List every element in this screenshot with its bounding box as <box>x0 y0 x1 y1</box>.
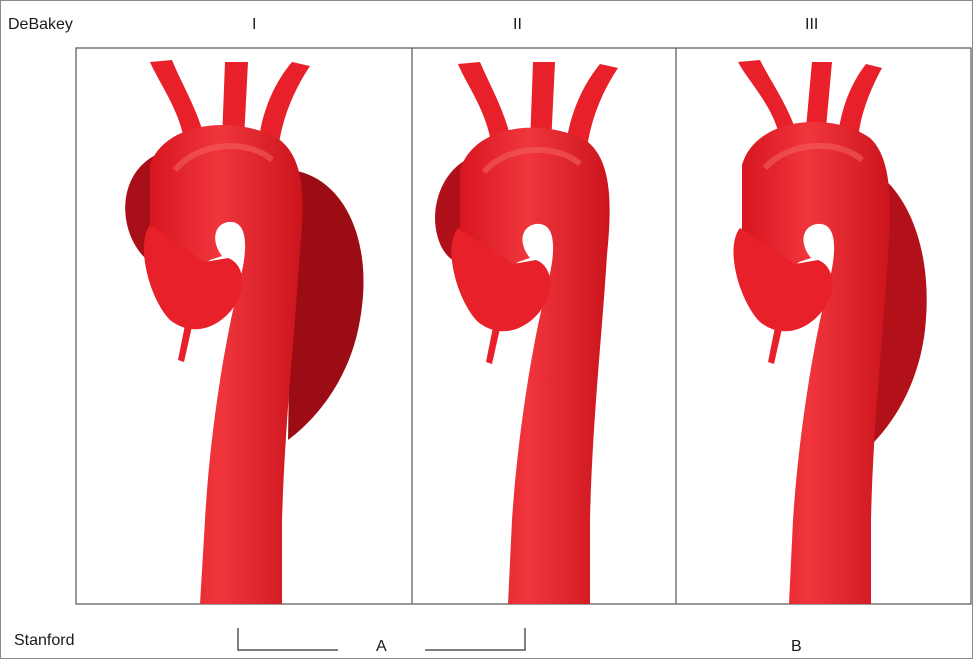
panel-type-i <box>125 60 363 604</box>
branch-vessel-2 <box>806 62 832 128</box>
aorta-true-lumen <box>150 125 303 604</box>
panel-type-ii <box>435 62 618 604</box>
coronary-artery <box>178 320 193 362</box>
stanford-label: Stanford <box>14 632 74 650</box>
coronary-artery <box>768 322 783 364</box>
aorta-true-lumen <box>742 122 890 604</box>
panel-type-iii <box>733 60 926 604</box>
stanford-group-a-label: A <box>376 638 387 656</box>
stanford-group-b-label: B <box>791 638 802 656</box>
coronary-artery <box>486 322 501 364</box>
aorta-true-lumen <box>460 128 610 604</box>
